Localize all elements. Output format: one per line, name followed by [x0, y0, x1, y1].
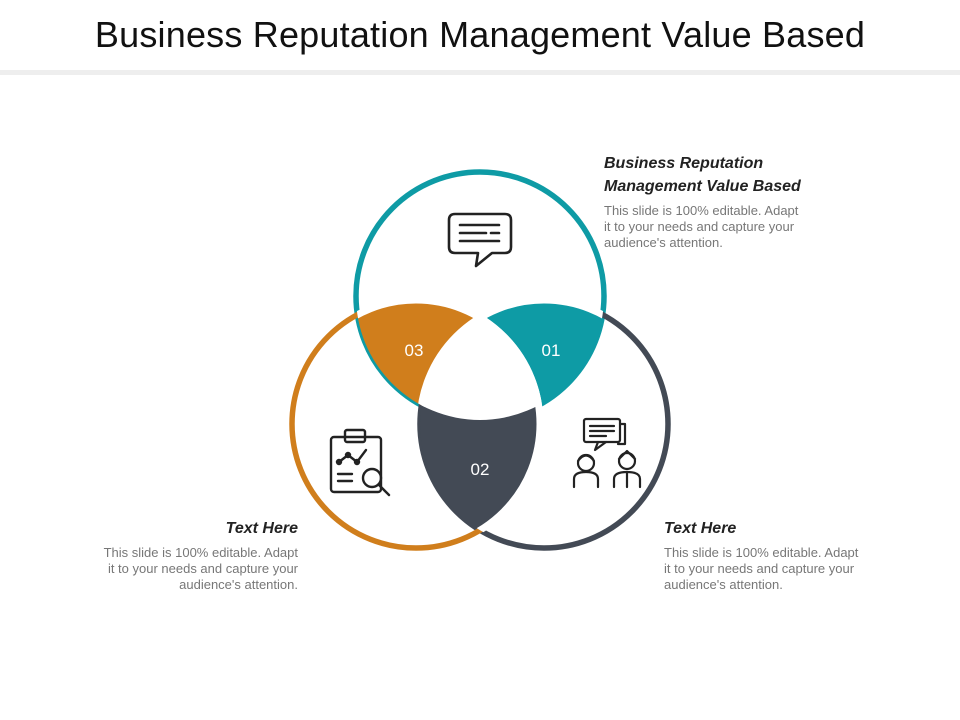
body-top: This slide is 100% editable. Adapt it to…	[604, 203, 844, 251]
body-top-line1: This slide is 100% editable. Adapt	[604, 203, 799, 218]
body-left-line3: audience's attention.	[179, 577, 298, 592]
segment-number-01: 01	[542, 341, 561, 360]
text-block-right: Text Here This slide is 100% editable. A…	[664, 517, 892, 593]
body-top-line2: it to your needs and capture your	[604, 219, 795, 234]
clipboard-analysis-icon	[329, 428, 391, 497]
venn-center	[420, 300, 540, 420]
team-conversation-icon	[572, 417, 642, 489]
body-right: This slide is 100% editable. Adapt it to…	[664, 545, 892, 593]
segment-number-02: 02	[471, 460, 490, 479]
heading-top-line2: Management Value Based	[604, 178, 801, 195]
segment-number-03: 03	[405, 341, 424, 360]
body-right-line3: audience's attention.	[664, 577, 783, 592]
text-block-left: Text Here This slide is 100% editable. A…	[70, 517, 298, 593]
body-left-line2: it to your needs and capture your	[107, 561, 298, 576]
heading-top-line1: Business Reputation	[604, 155, 764, 172]
chat-message-icon	[447, 212, 513, 268]
body-left-line1: This slide is 100% editable. Adapt	[103, 545, 298, 560]
heading-right: Text Here	[664, 520, 737, 537]
heading-top: Business Reputation Management Value Bas…	[604, 152, 844, 198]
page-title: Business Reputation Management Value Bas…	[94, 14, 866, 55]
text-block-top: Business Reputation Management Value Bas…	[604, 152, 844, 251]
heading-left: Text Here	[225, 520, 298, 537]
body-left: This slide is 100% editable. Adapt it to…	[70, 545, 298, 593]
body-right-line2: it to your needs and capture your	[664, 561, 855, 576]
body-right-line1: This slide is 100% editable. Adapt	[664, 545, 859, 560]
title-divider	[0, 70, 960, 75]
body-top-line3: audience's attention.	[604, 235, 723, 250]
